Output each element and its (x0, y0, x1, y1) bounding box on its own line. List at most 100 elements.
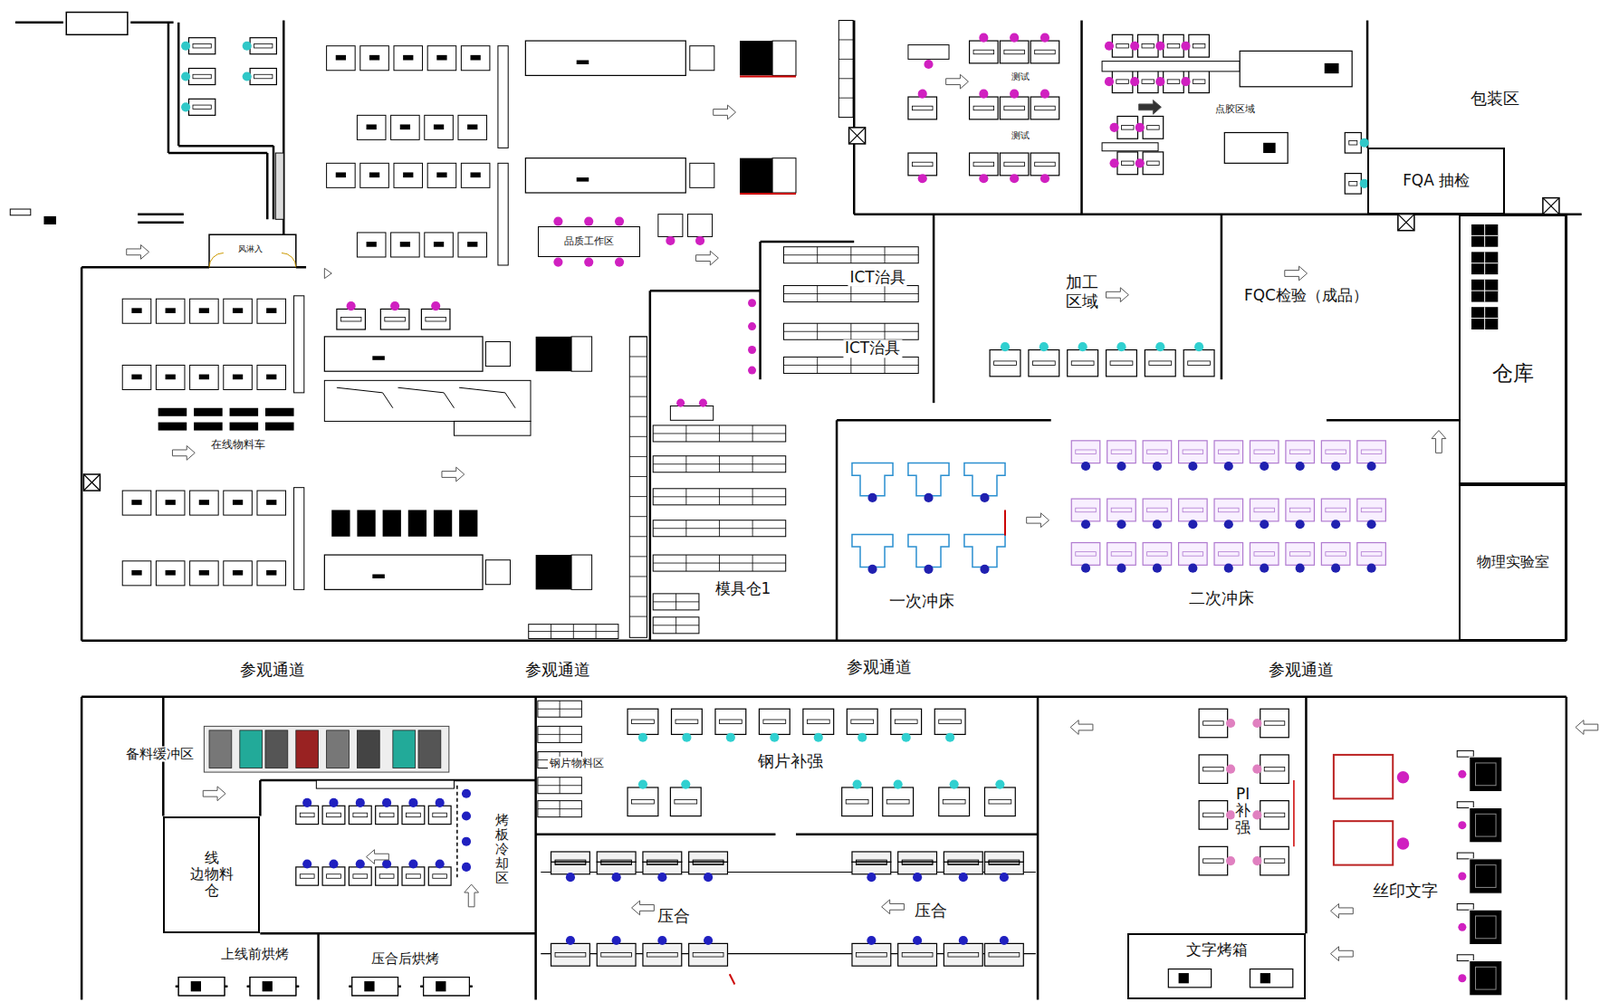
machine-box (223, 364, 253, 390)
machine-box (356, 114, 386, 140)
machine-box (326, 162, 356, 188)
operator-mark (1457, 821, 1466, 830)
operator-mark (978, 33, 988, 43)
door-cross (1542, 198, 1560, 215)
workstation-detail (1360, 507, 1382, 513)
machine-box (190, 490, 220, 516)
flow-arrow (1431, 431, 1447, 454)
workstation-detail (1289, 552, 1311, 557)
rack-line (629, 616, 647, 618)
operator-mark (949, 780, 959, 790)
material-cart (229, 408, 259, 417)
workstation-detail (254, 74, 273, 79)
conveyor-bar (498, 162, 508, 266)
workstation-detail (692, 953, 724, 959)
workstation-detail (1182, 552, 1204, 557)
rack-line (838, 77, 853, 79)
workstation-detail (1192, 43, 1206, 48)
workstation (852, 862, 892, 863)
rack-line (718, 555, 720, 572)
machine-mark (335, 55, 346, 61)
workstation (627, 708, 659, 735)
operator-mark (747, 366, 757, 375)
workstation (551, 852, 591, 875)
rack-line (675, 617, 677, 634)
machine-box (155, 561, 185, 586)
rack-line (850, 286, 852, 303)
operator-mark (1331, 519, 1341, 529)
screen-printer (1333, 821, 1393, 865)
workstation (671, 708, 703, 735)
workstation-detail (1254, 450, 1275, 455)
operator-mark (999, 936, 1009, 946)
workstation (1030, 40, 1060, 64)
flow-arrow (946, 74, 969, 89)
workstation-detail (894, 719, 918, 725)
workstation (1111, 34, 1133, 58)
operator-mark (1152, 461, 1162, 471)
machine-box (155, 490, 185, 516)
rack-line (838, 38, 853, 40)
workstation-detail (1254, 552, 1275, 557)
operator-mark (1188, 519, 1198, 529)
operator-mark (978, 89, 988, 99)
oven-handle (348, 986, 352, 988)
workstation-detail (1360, 552, 1382, 557)
oven-handle (224, 986, 228, 988)
area-label: 参观通道 (238, 661, 307, 681)
area-label: 文字烤箱 (1184, 941, 1250, 959)
operator-mark (657, 936, 667, 946)
workstation (984, 943, 1024, 967)
oven-device (352, 977, 399, 997)
door-cross (849, 127, 866, 144)
oven-device (249, 977, 297, 997)
machine-mark (232, 374, 243, 381)
machine-mark (1263, 143, 1276, 154)
workstation (402, 867, 425, 886)
workstation (1144, 350, 1176, 377)
area-label: 参观通道 (1266, 661, 1336, 681)
machine-box (458, 114, 488, 140)
operator-mark (408, 798, 418, 808)
machine-box (772, 158, 796, 193)
workstation (1138, 34, 1160, 58)
operator-mark (1078, 342, 1088, 352)
workstation-detail (340, 316, 362, 322)
machine-box (155, 298, 185, 324)
punch-press (964, 535, 1006, 568)
operator-mark (1000, 342, 1010, 352)
machine-box (190, 561, 220, 586)
operator-mark (382, 859, 392, 869)
black-machine (1469, 756, 1503, 792)
workstation-detail (1075, 450, 1097, 455)
rack-line (629, 555, 647, 557)
door-cross (849, 127, 866, 144)
operator-mark (1331, 564, 1341, 574)
workstation-detail (353, 813, 368, 818)
rack-line (685, 555, 687, 572)
machine-mark (232, 307, 243, 314)
area-box: FQA 抽检 (1367, 147, 1505, 214)
machine-mark (470, 55, 481, 61)
long-machine (324, 336, 483, 372)
operator-mark (1104, 41, 1114, 51)
workstation (296, 867, 319, 886)
workstation-detail (973, 49, 995, 55)
workstation (984, 852, 1024, 875)
rack-line (718, 456, 720, 473)
workstation (943, 943, 983, 967)
workstation-detail (432, 874, 448, 880)
workstation-detail (948, 953, 979, 959)
workstation (1260, 846, 1290, 876)
workstation (551, 862, 591, 863)
operator-mark (346, 301, 356, 311)
wall-line (649, 290, 652, 642)
wall-line (1220, 214, 1224, 381)
black-machine (739, 40, 773, 76)
machine-mark (364, 981, 374, 992)
machine-box (190, 364, 220, 390)
area-label: FQA 抽检 (1400, 172, 1472, 190)
workstation-detail (632, 719, 655, 725)
machine-mark (402, 172, 413, 178)
machine-module (392, 730, 416, 769)
